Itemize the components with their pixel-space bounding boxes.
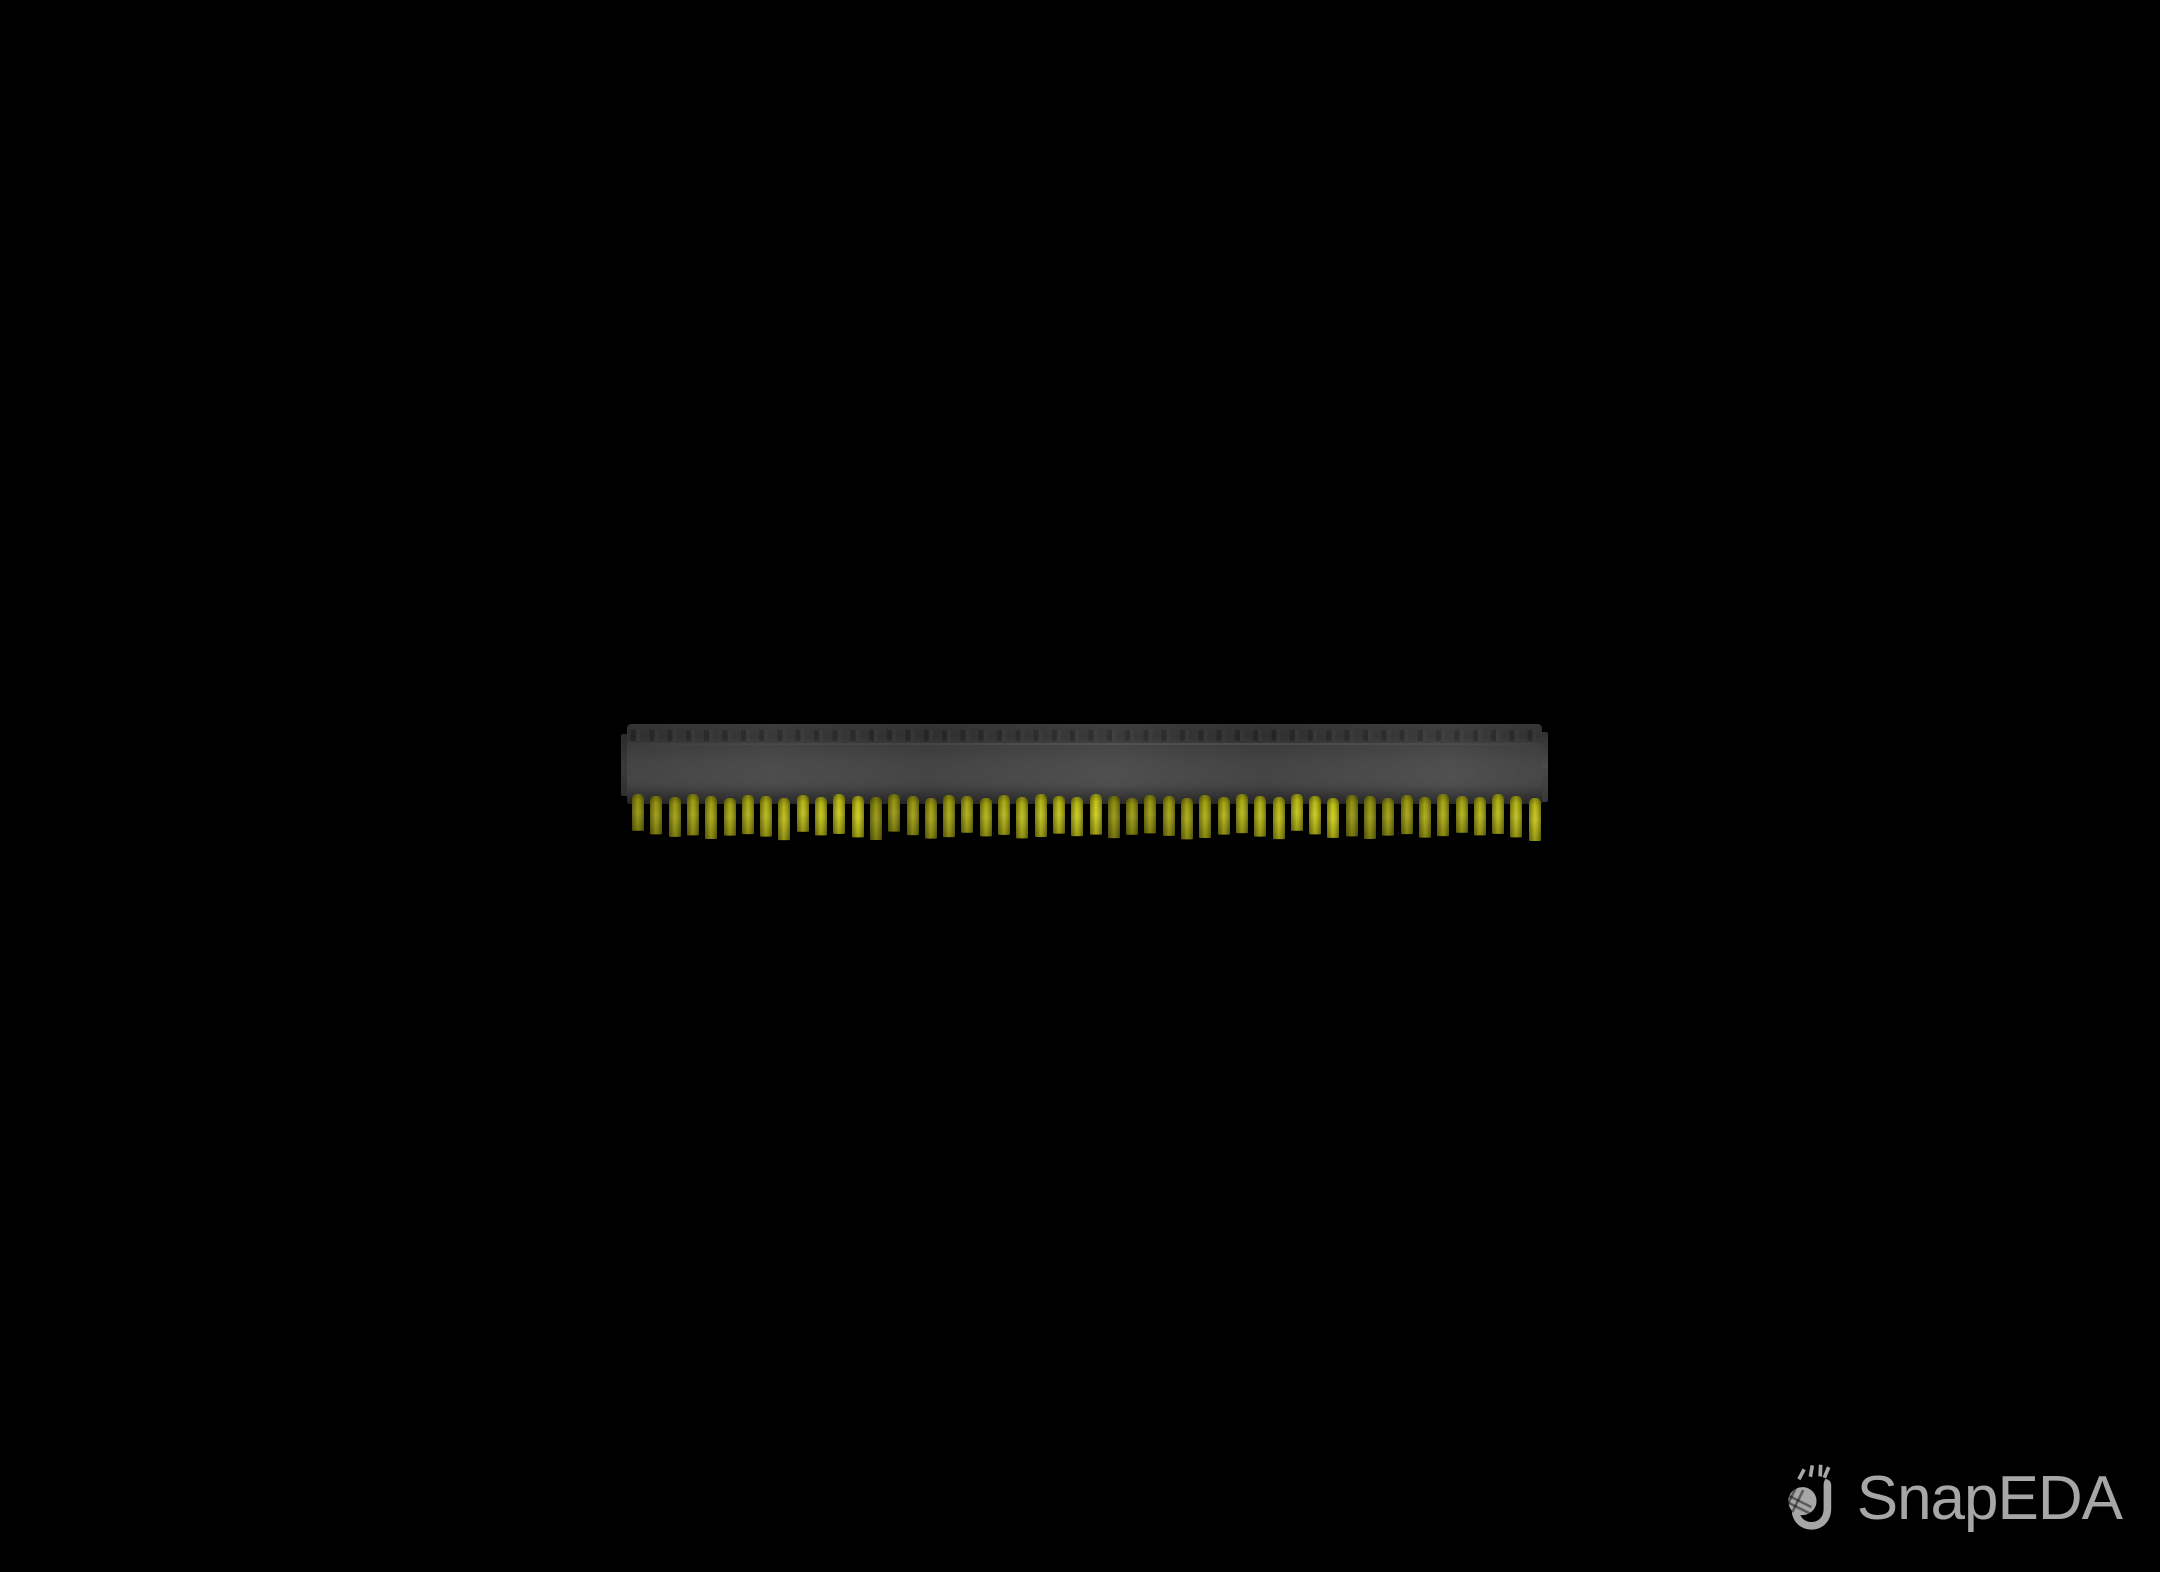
connector-pin (1418, 796, 1431, 838)
connector-pin (979, 798, 992, 837)
connector-pin (1199, 795, 1212, 839)
connector-pin (796, 795, 809, 832)
connector-pin (961, 796, 974, 834)
connector-pin (924, 797, 937, 839)
connector-pin (1309, 796, 1322, 835)
connector-pin (705, 796, 718, 839)
snapeda-wordmark: SnapEDA (1856, 1464, 2123, 1533)
connector-pin (1455, 795, 1468, 833)
connector-pin (1364, 796, 1376, 840)
connector-pin (833, 793, 846, 834)
connector-pin (1181, 798, 1193, 840)
connector-pin (741, 794, 754, 834)
connector-pin (1272, 797, 1285, 840)
connector-pin (1107, 796, 1120, 839)
connector-pin (1254, 795, 1267, 837)
housing-top-rail (629, 724, 1540, 743)
connector-pin (668, 797, 681, 838)
connector-pin (686, 794, 699, 836)
connector-pin (1345, 794, 1358, 837)
connector-pin (1162, 796, 1175, 837)
connector-pin (650, 795, 663, 834)
connector-pin (1290, 794, 1303, 832)
connector-housing (621, 724, 1548, 804)
connector-pin (1235, 793, 1248, 833)
connector-pin (998, 795, 1010, 835)
connector-pin (778, 798, 791, 841)
connector-pin (1437, 793, 1450, 836)
connector-pin (888, 794, 901, 832)
connector-pin (943, 794, 956, 837)
connector-pin (1016, 796, 1029, 839)
connector-pin (1473, 797, 1486, 836)
connector-3d-model[interactable] (621, 724, 1548, 844)
connector-pin (632, 793, 644, 831)
connector-pin (1217, 796, 1230, 835)
snapeda-watermark: SnapEDA (1780, 1463, 2123, 1535)
connector-pin (906, 796, 919, 836)
connector-pin (1144, 794, 1157, 833)
connector-pin (723, 797, 736, 836)
connector-pin (1400, 795, 1413, 835)
connector-pin (760, 796, 773, 838)
connector-pin (1327, 797, 1340, 838)
snapping-fingers-icon (1780, 1463, 1848, 1535)
pin-row (632, 793, 1541, 842)
connector-pin (1382, 798, 1395, 836)
connector-pin (869, 797, 882, 841)
connector-pin (1492, 794, 1505, 835)
connector-pin (851, 795, 864, 837)
connector-pin (1052, 795, 1065, 834)
connector-pin (815, 796, 827, 836)
connector-pin (1510, 796, 1523, 838)
connector-pin (1034, 793, 1047, 837)
connector-pin (1528, 797, 1541, 841)
connector-pin (1089, 794, 1102, 835)
connector-pin (1071, 797, 1084, 837)
connector-pin (1126, 797, 1139, 835)
